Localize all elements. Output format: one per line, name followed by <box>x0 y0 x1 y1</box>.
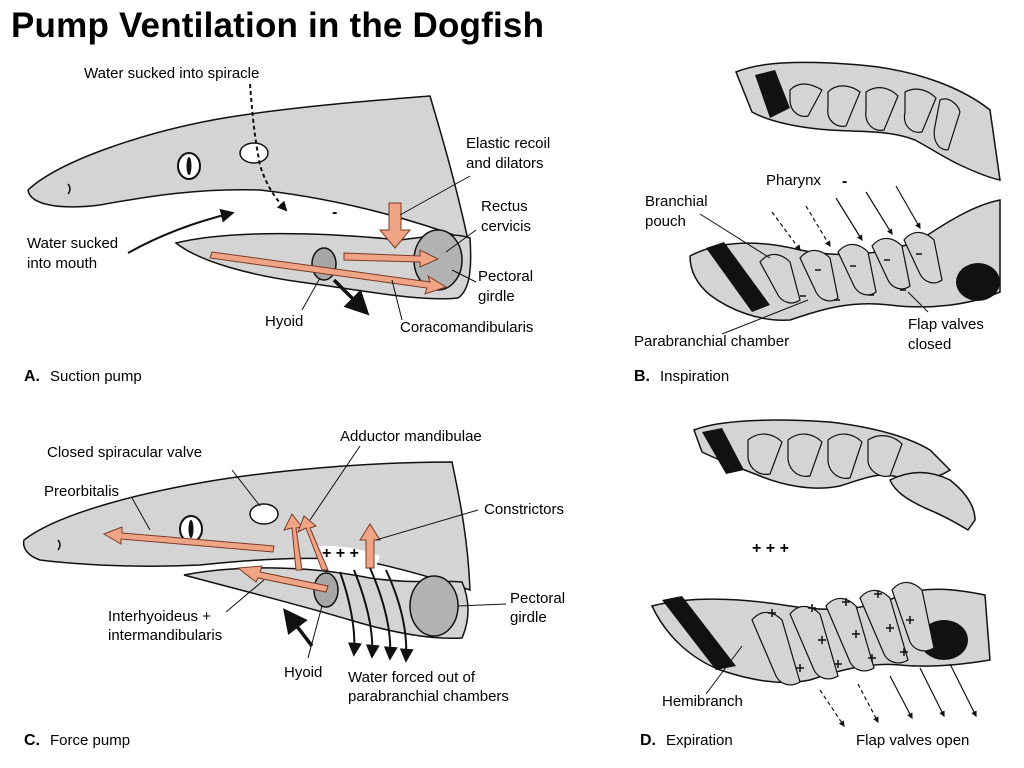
coracomandibularis-arrow <box>209 251 448 295</box>
hyoid-motion-arrow <box>332 278 370 316</box>
label-hyoid-a: Hyoid <box>265 313 303 330</box>
panel-a-caption: Suction pump <box>50 368 142 385</box>
label-rectus-2: cervicis <box>481 218 531 235</box>
panel-b-caption: Inspiration <box>660 368 729 385</box>
label-hemibranch: Hemibranch <box>662 693 743 710</box>
negative-pressure-marks-b <box>800 253 922 301</box>
rectus-cervicis-arrow <box>343 249 440 268</box>
label-girdle-a-1: Pectoral <box>478 268 533 285</box>
spiracle-a <box>239 142 269 164</box>
label-flap-closed-1: Flap valves <box>908 316 984 333</box>
dark-mass-d <box>920 620 968 660</box>
water-out-arrows <box>339 567 414 663</box>
panel-d-letter: D. <box>640 732 656 749</box>
label-forced-1: Water forced out of <box>348 669 476 686</box>
dark-mass-b <box>956 263 1000 301</box>
adductor-arrow <box>283 513 303 571</box>
pectoral-girdle-c <box>409 575 459 637</box>
interhyoideus-arrow <box>236 565 329 593</box>
label-spiracular: Closed spiracular valve <box>47 444 202 461</box>
constrictors-arrow <box>359 523 381 569</box>
label-coraco: Coracomandibularis <box>400 319 533 336</box>
label-inter-2: intermandibularis <box>108 627 222 644</box>
hyoid-upward-arrow <box>283 608 314 648</box>
label-girdle-c-2: girdle <box>510 609 547 626</box>
label-girdle-a-2: girdle <box>478 288 515 305</box>
label-chamber: Parabranchial chamber <box>634 333 789 350</box>
lower-gill-arches-d <box>751 581 935 686</box>
label-mouth-1: Water sucked <box>27 235 118 252</box>
label-forced-2: parabranchial chambers <box>348 688 509 705</box>
page-title: Pump Ventilation in the Dogfish <box>11 6 545 45</box>
mouth-flow-arrow <box>127 208 235 254</box>
label-flap-closed-2: closed <box>908 336 951 353</box>
positive-pressure-marks-d <box>768 590 914 672</box>
elastic-recoil-arrow <box>378 202 412 249</box>
label-spiracle: Water sucked into spiracle <box>84 65 259 82</box>
panel-b-inspiration: Pharynx - Branchial pouch Parabranchial … <box>634 61 1001 385</box>
label-flap-open: Flap valves open <box>856 732 969 749</box>
positive-pressure-d: + + + <box>752 540 789 557</box>
panel-b-letter: B. <box>634 368 650 385</box>
label-pouch-2: pouch <box>645 213 686 230</box>
panel-d-expiration: + + + Hemibranch <box>640 419 991 749</box>
label-rectus-1: Rectus <box>481 198 528 215</box>
label-recoil-1: Elastic recoil <box>466 135 550 152</box>
outflow-arrows-d <box>819 663 977 727</box>
pressure-sign-a: - <box>332 204 337 221</box>
label-hyoid-c: Hyoid <box>284 664 322 681</box>
label-mouth-2: into mouth <box>27 255 97 272</box>
panel-a-suction-pump: - Water sucked into spiracle Elastic rec… <box>24 65 550 385</box>
closed-spiracular-valve <box>249 503 279 525</box>
panel-d-caption: Expiration <box>666 732 733 749</box>
label-pharynx-b: Pharynx <box>766 172 822 189</box>
label-girdle-c-1: Pectoral <box>510 590 565 607</box>
lower-gill-arches-b <box>759 231 943 304</box>
positive-pressure-c: + + + <box>322 545 359 562</box>
label-inter-1: Interhyoideus + <box>108 608 211 625</box>
upper-gill-arches-d <box>747 433 903 479</box>
dogfish-head-a <box>27 95 470 242</box>
label-constrictors: Constrictors <box>484 501 564 518</box>
panel-c-caption: Force pump <box>50 732 130 749</box>
upper-gill-arches-b <box>789 83 961 151</box>
label-pouch-1: Branchial <box>645 193 708 210</box>
label-preorbitalis: Preorbitalis <box>44 483 119 500</box>
pharynx-sign-b: - <box>842 173 847 190</box>
preorbitalis-arrow <box>102 526 275 553</box>
panel-c-force-pump: + + + Adductor mandibulae Closed spiracu… <box>22 428 565 749</box>
label-recoil-2: and dilators <box>466 155 544 172</box>
label-adductor: Adductor mandibulae <box>340 428 482 445</box>
panel-c-letter: C. <box>24 732 40 749</box>
panel-a-letter: A. <box>24 368 40 385</box>
